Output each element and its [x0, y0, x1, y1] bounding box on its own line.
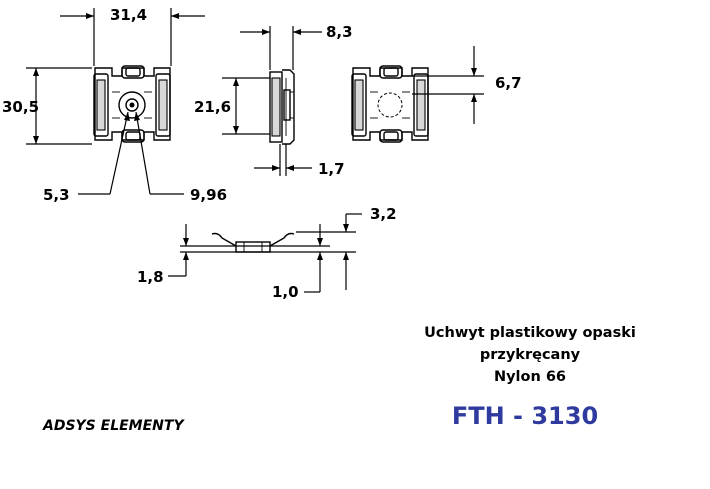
dim-profile-base: 1,8: [137, 224, 189, 286]
description-line-2: przykręcany: [479, 347, 581, 363]
description-line-3: Nylon 66: [493, 369, 567, 385]
label-hole-small: 5,3: [43, 186, 70, 204]
label-side-height: 21,6: [194, 98, 231, 116]
dim-profile-plate: 1,0: [272, 224, 323, 301]
description-line-1: Uchwyt plastikowy opaski: [424, 325, 636, 341]
dim-slot: 6,7: [412, 46, 522, 124]
label-width-top: 31,4: [110, 6, 147, 24]
label-side-width: 8,3: [326, 23, 353, 41]
dim-holes: 5,3 9,96: [43, 111, 227, 204]
product-description: Uchwyt plastikowy opaski przykręcany Nyl…: [420, 322, 640, 388]
dim-side-width: 8,3: [240, 23, 353, 70]
company-name: ADSYS ELEMENTY: [43, 418, 184, 434]
label-slot: 6,7: [495, 74, 522, 92]
label-profile-plate: 1,0: [272, 283, 299, 301]
side-view: [269, 69, 295, 145]
profile-view: [180, 232, 330, 253]
back-view: [351, 65, 429, 143]
dim-width-top: 31,4: [60, 6, 205, 66]
label-side-thickness: 1,7: [318, 160, 345, 178]
dim-height-left: 30,5: [2, 67, 92, 145]
label-hole-large: 9,96: [190, 186, 227, 204]
dim-side-thickness: 1,7: [254, 144, 345, 178]
label-profile-height: 3,2: [370, 205, 397, 223]
label-height-left: 30,5: [2, 98, 39, 116]
label-profile-base: 1,8: [137, 268, 164, 286]
front-view: [93, 65, 171, 143]
product-code: FTH - 3130: [451, 402, 599, 430]
dim-profile-height: 3,2: [296, 205, 397, 290]
dim-side-height: 21,6: [194, 77, 270, 135]
